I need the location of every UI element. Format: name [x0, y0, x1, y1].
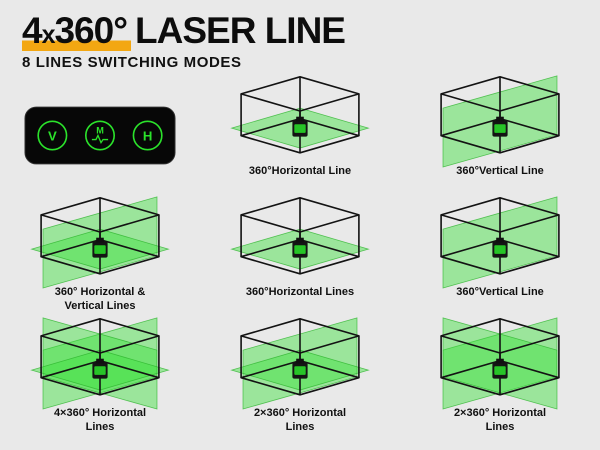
laser-device-top: [296, 358, 304, 364]
laser-device-top: [496, 237, 504, 243]
title-x: x: [41, 21, 56, 49]
laser-device-window: [494, 245, 506, 254]
title-rest: LASER LINE: [135, 10, 346, 51]
mode-caption: 2×360° Horizontal Lines: [453, 407, 547, 433]
laser-device-window: [494, 366, 506, 375]
mode-cell-4: 360°Horizontal Lines: [200, 194, 400, 315]
mode-caption: 360°Horizontal Lines: [245, 286, 355, 298]
mode-cell-7: 2×360° Horizontal Lines: [200, 315, 400, 436]
mode-diagram-horizontal-lines: [230, 196, 370, 275]
laser-device-window: [494, 124, 506, 133]
mode-diagram-4x360: [30, 317, 170, 410]
panel-button-h: H: [143, 129, 153, 144]
laser-device-window: [94, 245, 106, 254]
modes-grid: V M H 360°Horizontal Line 360°Vertical L…: [0, 73, 600, 436]
mode-cell-5: 360°Vertical Line: [400, 194, 600, 315]
laser-device-top: [296, 237, 304, 243]
mode-cell-1: 360°Horizontal Line: [200, 73, 400, 194]
page-title: 4x360°LASER LINE: [22, 10, 600, 51]
mode-cell-6: 4×360° Horizontal Lines: [0, 315, 200, 436]
laser-device-top: [96, 237, 104, 243]
pulse-mode-icon: [91, 133, 109, 144]
mode-diagram-2x360-b: [440, 317, 560, 410]
mode-caption: 360°Vertical Line: [456, 286, 544, 298]
header: 4x360°LASER LINE 8 LINES SWITCHING MODES: [0, 0, 600, 71]
mode-cell-3: 360° Horizontal & Vertical Lines: [0, 194, 200, 315]
mode-diagram-2x360-a: [230, 317, 370, 410]
mode-diagram-horizontal-vertical: [30, 196, 170, 289]
laser-device-window: [294, 245, 306, 254]
laser-device-top: [496, 116, 504, 122]
mode-caption: 2×360° Horizontal Lines: [253, 407, 347, 433]
panel-body: [24, 106, 176, 165]
mode-diagram-horizontal-line: [230, 75, 370, 154]
title-4: 4: [22, 10, 43, 51]
control-panel-cell: V M H: [0, 73, 200, 194]
mode-caption: 360° Horizontal & Vertical Lines: [54, 286, 146, 312]
control-panel: V M H: [24, 106, 176, 165]
laser-device-window: [294, 366, 306, 375]
title-highlight: 4x360°: [22, 10, 132, 51]
mode-caption: 4×360° Horizontal Lines: [53, 407, 147, 433]
laser-device-top: [496, 358, 504, 364]
mode-caption: 360°Horizontal Line: [248, 165, 352, 177]
panel-button-v-ring: [37, 120, 68, 151]
panel-button-m: M: [96, 125, 104, 135]
mode-diagram-vertical-line: [440, 75, 560, 168]
laser-device-window: [94, 366, 106, 375]
panel-button-v: V: [48, 129, 57, 144]
page-subtitle: 8 LINES SWITCHING MODES: [22, 54, 242, 71]
mode-cell-8: 2×360° Horizontal Lines: [400, 315, 600, 436]
laser-device-top: [96, 358, 104, 364]
mode-diagram-vertical-line-2: [440, 196, 560, 289]
mode-cell-2: 360°Vertical Line: [400, 73, 600, 194]
panel-button-m-ring: [85, 120, 115, 151]
mode-caption: 360°Vertical Line: [456, 165, 544, 177]
panel-button-h-ring: [132, 120, 163, 151]
laser-device-top: [296, 116, 304, 122]
title-360: 360°: [54, 10, 128, 51]
laser-device-window: [294, 124, 306, 133]
page: 4x360°LASER LINE 8 LINES SWITCHING MODES…: [0, 0, 600, 436]
